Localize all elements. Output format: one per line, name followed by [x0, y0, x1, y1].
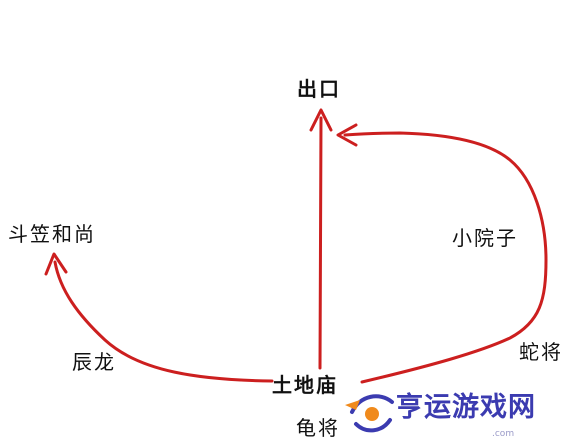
- arrow-to-monk-head: [44, 252, 68, 276]
- snake-general-label: 蛇将: [519, 340, 563, 364]
- arrow-to-exit: [318, 116, 323, 370]
- temple-label: 土地庙: [272, 373, 338, 397]
- arrow-via-courtyard: [343, 131, 548, 384]
- chenlong-label: 辰龙: [72, 350, 116, 374]
- arrow-to-monk: [53, 260, 274, 383]
- watermark-text: 亨运游戏网: [396, 392, 536, 423]
- monk-label: 斗笠和尚: [8, 222, 96, 246]
- watermark-logo-icon: [345, 394, 394, 433]
- exit-label: 出口: [297, 77, 341, 101]
- turtle-general-label: 龟将: [296, 416, 340, 440]
- arrow-to-exit-head: [309, 108, 333, 132]
- courtyard-label: 小院子: [452, 226, 518, 250]
- arrow-via-courtyard-head: [336, 123, 358, 147]
- watermark-domain: .com: [492, 429, 515, 439]
